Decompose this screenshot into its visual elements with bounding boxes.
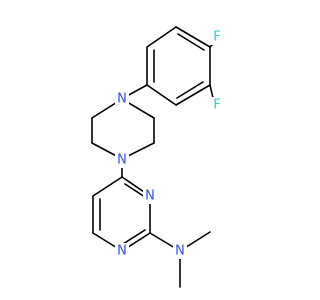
bond — [175, 84, 211, 106]
atom-label: N — [117, 244, 127, 259]
atom-n-pyrimidine-right: N — [143, 188, 157, 204]
atom-label: F — [213, 98, 220, 113]
molecule-canvas: F F N N N N N — [91, 26, 224, 288]
atom-f1: F — [210, 29, 224, 45]
atom-f2: F — [210, 97, 224, 113]
atom-n-dimethylamino: N — [173, 243, 187, 259]
atom-label: N — [117, 153, 127, 168]
atom-label: F — [213, 30, 220, 45]
bond — [209, 84, 214, 99]
atom-label: N — [145, 189, 155, 204]
bond — [177, 33, 205, 51]
bond — [175, 26, 211, 48]
bond — [146, 26, 177, 48]
bond — [146, 84, 177, 106]
bond — [122, 229, 146, 245]
atom-label: N — [175, 244, 185, 259]
benzene-ring — [146, 26, 211, 106]
bond — [176, 81, 204, 99]
bond — [92, 176, 123, 197]
atom-n-pyrimidine-bottom: N — [115, 243, 129, 259]
atom-label: N — [117, 92, 127, 107]
molecule-structure: F F N N N N N — [91, 26, 224, 288]
pyrimidine-ring — [92, 176, 151, 252]
bond — [124, 183, 146, 198]
atom-n-piperazine-top: N — [115, 91, 129, 107]
atom-n-piperazine-bottom: N — [115, 152, 129, 168]
piperazine-ring — [91, 98, 155, 160]
